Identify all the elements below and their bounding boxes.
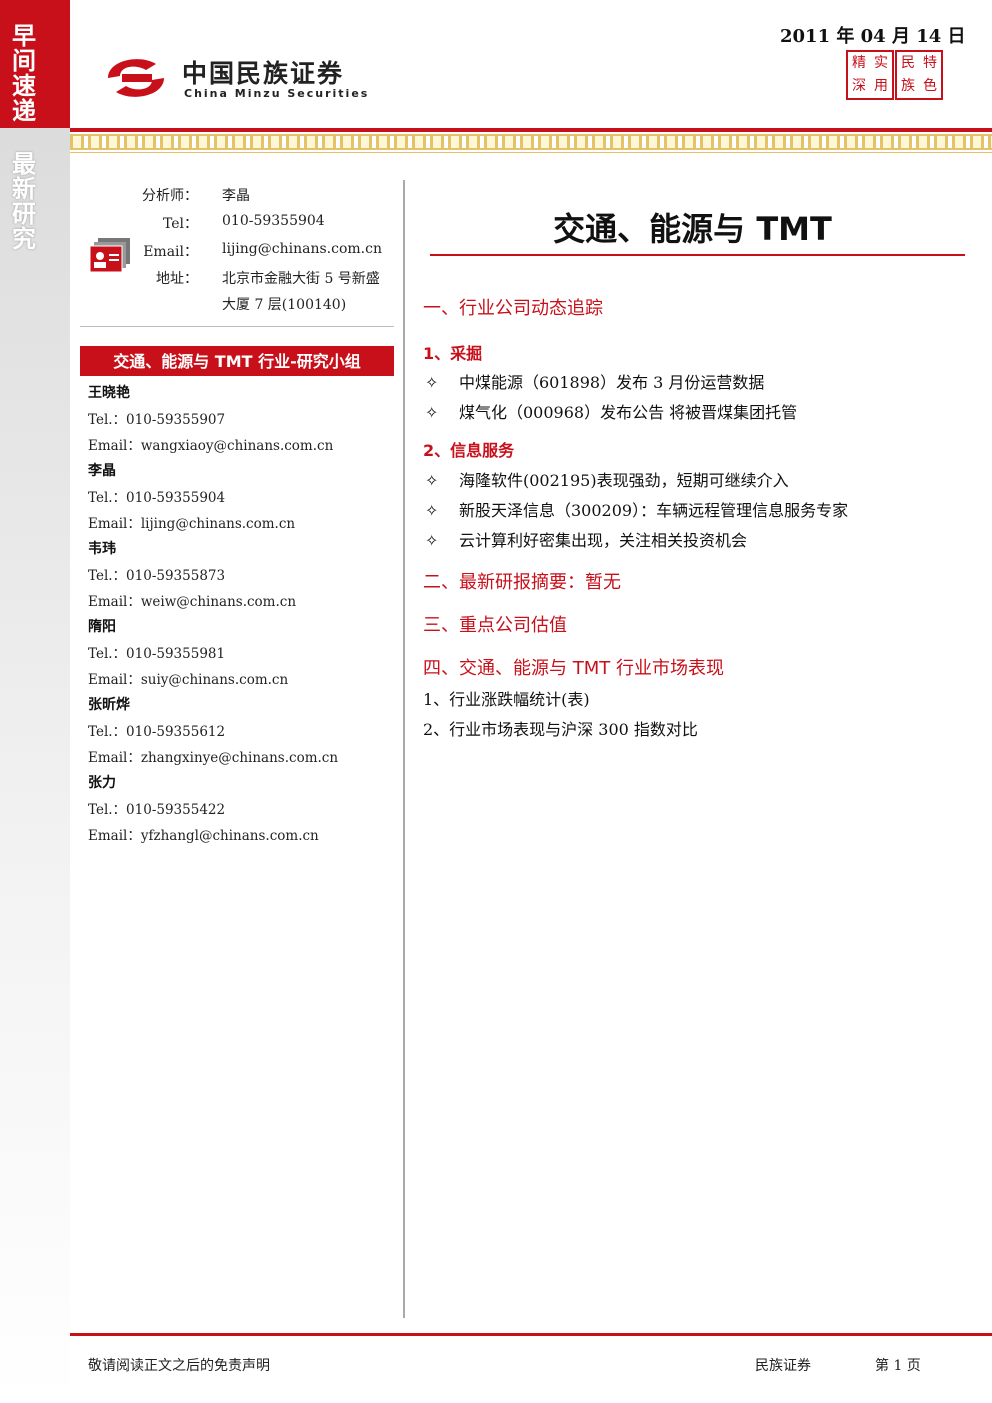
diamond-bullet-icon: ✧ xyxy=(425,531,439,550)
page-number: 第 1 页 xyxy=(875,1358,921,1374)
list-item: ✧海隆软件(002195)表现强劲，短期可继续介入 xyxy=(425,471,789,490)
footer-disclaimer: 敬请阅读正文之后的免责声明 xyxy=(88,1358,270,1374)
analyst-address-line2: 大厦 7 层(100140) xyxy=(222,297,347,313)
team-member-tel: Tel.：010-59355422 xyxy=(88,802,226,818)
left-column-divider xyxy=(80,326,394,327)
side-tag-morning-express: 早间速递 xyxy=(12,22,36,125)
list-item: 1、行业涨跌幅统计(表) xyxy=(423,690,590,709)
title-underline xyxy=(430,254,965,256)
subsection-heading-info-services: 2、信息服务 xyxy=(423,441,515,460)
analyst-email-label: Email： xyxy=(143,244,198,260)
research-team-title: 交通、能源与 TMT 行业-研究小组 xyxy=(80,346,394,376)
team-member-name: 隋阳 xyxy=(88,619,116,635)
team-member-email[interactable]: Email：zhangxinye@chinans.com.cn xyxy=(88,750,339,766)
left-red-block xyxy=(0,0,70,128)
analyst-name: 李晶 xyxy=(222,188,250,204)
team-member-email[interactable]: Email：weiw@chinans.com.cn xyxy=(88,594,297,610)
section-heading-valuation: 三、重点公司估值 xyxy=(423,615,567,636)
team-member-name: 王晓艳 xyxy=(88,385,130,401)
section-heading-market-performance: 四、交通、能源与 TMT 行业市场表现 xyxy=(423,658,724,679)
seal-stamp-right: 民特 族色 xyxy=(895,50,943,100)
header-red-rule xyxy=(70,128,992,132)
company-name-cn: 中国民族证券 xyxy=(182,59,345,88)
team-member-name: 李晶 xyxy=(88,463,116,479)
diamond-bullet-icon: ✧ xyxy=(425,501,439,520)
team-member-tel: Tel.：010-59355612 xyxy=(88,724,226,740)
footer-red-rule xyxy=(70,1333,992,1336)
company-logo-icon xyxy=(108,59,164,97)
list-item: ✧云计算利好密集出现，关注相关投资机会 xyxy=(425,531,748,550)
diamond-bullet-icon: ✧ xyxy=(425,471,439,490)
team-member-name: 韦玮 xyxy=(88,541,116,557)
company-name-en: China Minzu Securities xyxy=(184,87,370,100)
footer-brand: 民族证券 xyxy=(755,1358,811,1374)
team-member-name: 张昕烨 xyxy=(88,697,130,713)
side-tag-latest-research: 最新研究 xyxy=(12,150,36,253)
team-member-tel: Tel.：010-59355907 xyxy=(88,412,226,428)
list-item: ✧煤气化（000968）发布公告 将被晋煤集团托管 xyxy=(425,403,798,422)
analyst-address-line1: 北京市金融大街 5 号新盛 xyxy=(222,271,380,287)
team-member-tel: Tel.：010-59355873 xyxy=(88,568,226,584)
report-date: 2011 年 04 月 14 日 xyxy=(780,26,966,47)
team-member-tel: Tel.：010-59355981 xyxy=(88,646,226,662)
team-member-name: 张力 xyxy=(88,775,116,791)
team-member-email[interactable]: Email：yfzhangl@chinans.com.cn xyxy=(88,828,319,844)
subsection-heading-mining: 1、采掘 xyxy=(423,344,483,363)
list-item: ✧新股天泽信息（300209）：车辆远程管理信息服务专家 xyxy=(425,501,849,520)
analyst-tel-label: Tel： xyxy=(162,216,198,232)
list-item: ✧中煤能源（601898）发布 3 月份运营数据 xyxy=(425,373,765,392)
business-card-icon xyxy=(89,238,130,272)
ornamental-band xyxy=(70,134,992,150)
column-vertical-divider xyxy=(403,180,405,1318)
analyst-tel: 010-59355904 xyxy=(222,213,325,229)
team-member-email[interactable]: Email：suiy@chinans.com.cn xyxy=(88,672,289,688)
analyst-address-label: 地址： xyxy=(156,271,198,287)
section-heading-company-tracking: 一、行业公司动态追踪 xyxy=(423,298,603,319)
team-member-email[interactable]: Email：wangxiaoy@chinans.com.cn xyxy=(88,438,334,454)
list-item: 2、行业市场表现与沪深 300 指数对比 xyxy=(423,720,698,739)
report-title: 交通、能源与 TMT xyxy=(553,210,832,248)
analyst-email[interactable]: lijing@chinans.com.cn xyxy=(222,241,382,257)
left-side-strip xyxy=(0,0,70,1403)
seal-stamp-left: 精实 深用 xyxy=(846,50,894,100)
diamond-bullet-icon: ✧ xyxy=(425,373,439,392)
team-member-email[interactable]: Email：lijing@chinans.com.cn xyxy=(88,516,296,532)
ornamental-band-line xyxy=(70,152,992,153)
diamond-bullet-icon: ✧ xyxy=(425,403,439,422)
section-heading-report-summary: 二、最新研报摘要：暂无 xyxy=(423,572,621,593)
analyst-name-label: 分析师： xyxy=(142,188,198,204)
team-member-tel: Tel.：010-59355904 xyxy=(88,490,226,506)
